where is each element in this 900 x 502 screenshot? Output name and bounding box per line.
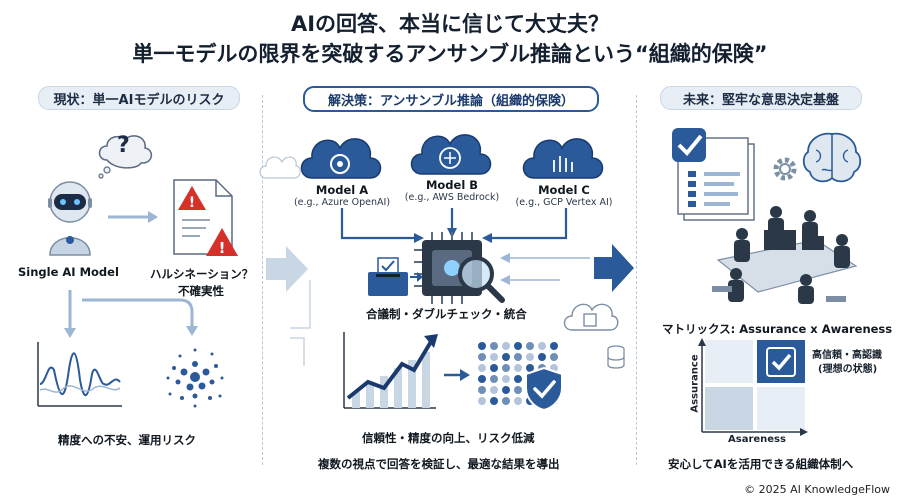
cloud-outline-icon — [259, 156, 301, 179]
grid-dot — [502, 375, 510, 383]
flow-arrow-right-icon — [594, 244, 634, 292]
hallucination-label: ハルシネーション？ — [150, 267, 254, 281]
matrix-axes — [698, 338, 808, 436]
matrix-title: マトリックス: Assurance x Awareness — [662, 322, 893, 336]
y-axis-label: Assurance — [689, 354, 701, 413]
database-icon — [607, 345, 625, 369]
arrow-icon — [108, 211, 158, 223]
checklist-document-icon — [672, 128, 755, 221]
section-heading-future: 未来：堅牢な意思決定基盤 — [660, 86, 862, 110]
model-a-name: Model A — [315, 183, 369, 197]
grid-dot — [478, 342, 486, 350]
grid-dot — [550, 342, 558, 350]
section-heading-current: 現状：単一AIモデルのリスク — [38, 86, 240, 110]
branch-arrows-icon — [64, 290, 198, 338]
grid-dot — [502, 397, 510, 405]
grid-dot — [514, 397, 522, 405]
grid-dot — [490, 397, 498, 405]
grid-dot — [478, 375, 486, 383]
solution-summary: 複数の視点で回答を検証し、最適な結果を導出 — [318, 457, 560, 471]
grid-dot — [490, 386, 498, 394]
svg-text:!: ! — [189, 195, 195, 211]
question-mark: ? — [117, 133, 130, 158]
copyright-footer: © 2025 AI KnowledgeFlow — [744, 483, 890, 496]
model-c-name: Model C — [538, 183, 590, 197]
arrow-icon — [444, 369, 470, 381]
model-b-example: (e.g., AWS Bedrock) — [404, 192, 500, 203]
growth-bar-chart-icon — [343, 332, 438, 409]
model-b-name: Model B — [425, 178, 479, 192]
shield-check-icon — [525, 366, 563, 412]
future-caption: 安心してAIを活用できる組織体制へ — [668, 457, 854, 471]
grid-dot — [478, 397, 486, 405]
data-connection-lines — [500, 253, 590, 285]
grid-dot — [538, 353, 546, 361]
grid-dot — [478, 364, 486, 372]
matrix-quadrant-top-left — [705, 340, 753, 383]
grid-dot — [514, 386, 522, 394]
team-meeting-illustration — [712, 206, 858, 304]
grid-dot — [526, 364, 534, 372]
matrix-quadrant-bottom-left — [705, 387, 753, 430]
grid-dot — [514, 353, 522, 361]
risk-caption: 精度への不安、運用リスク — [58, 433, 196, 447]
divider-right — [636, 95, 637, 465]
robot-icon — [48, 181, 92, 256]
grid-dot — [490, 364, 498, 372]
grid-dot — [502, 386, 510, 394]
ideal-quadrant-sublabel: (理想の状態) — [818, 364, 878, 375]
matrix-quadrant-bottom-right — [757, 387, 805, 430]
check-box-icon — [766, 346, 796, 377]
single-ai-model-label: Single AI Model — [18, 265, 119, 279]
grid-dot — [478, 386, 486, 394]
assurance-awareness-matrix — [705, 340, 805, 430]
connector-lines-left — [290, 280, 311, 366]
waveform-chart-icon — [37, 342, 122, 407]
gear-icon — [773, 157, 797, 181]
grid-dot — [490, 375, 498, 383]
x-axis-label: Asareness — [728, 434, 786, 445]
cloud-chip-icon — [563, 303, 619, 331]
section-heading-solution: 解決策：アンサンブル推論（組織的保険） — [303, 86, 599, 112]
warning-document-icon: ! ! — [173, 179, 238, 257]
page-title-line1: AIの回答、本当に信じて大丈夫？ — [290, 12, 610, 36]
processor-chip-icon — [414, 232, 505, 304]
grid-dot — [550, 353, 558, 361]
model-c-example: (e.g., GCP Vertex AI) — [515, 197, 613, 208]
cloud-model-b-icon — [410, 134, 492, 175]
ballot-box-icon — [368, 257, 408, 296]
arrow-icon — [410, 272, 423, 282]
result-caption: 信頼性・精度の向上、リスク低減 — [362, 431, 535, 445]
ideal-quadrant-label: 高信頼・高認識 — [812, 350, 882, 361]
grid-dot — [538, 342, 546, 350]
grid-dot — [478, 353, 486, 361]
uncertainty-label: 不確実性 — [178, 284, 224, 298]
grid-dot — [502, 342, 510, 350]
grid-dot — [514, 364, 522, 372]
page-title-line2: 単一モデルの限界を突破するアンサンブル推論という“組織的保険” — [132, 42, 768, 66]
grid-dot — [526, 342, 534, 350]
svg-text:!: ! — [219, 239, 226, 257]
grid-dot — [514, 375, 522, 383]
grid-dot — [490, 342, 498, 350]
scatter-dots-icon — [166, 348, 224, 408]
matrix-quadrant-ideal — [757, 340, 805, 383]
grid-dot — [490, 353, 498, 361]
flow-arrow-left-icon — [266, 246, 308, 292]
brain-icon — [802, 132, 862, 183]
divider-left — [262, 95, 263, 465]
cloud-model-a-icon — [300, 138, 382, 179]
grid-dot — [502, 353, 510, 361]
thought-bubble-icon — [98, 135, 153, 179]
grid-dot — [502, 364, 510, 372]
grid-dot — [514, 342, 522, 350]
model-a-example: (e.g., Azure OpenAI) — [293, 197, 391, 208]
process-caption: 合議制・ダブルチェック・統合 — [366, 307, 527, 321]
cloud-model-c-icon — [522, 138, 604, 179]
grid-dot — [526, 353, 534, 361]
